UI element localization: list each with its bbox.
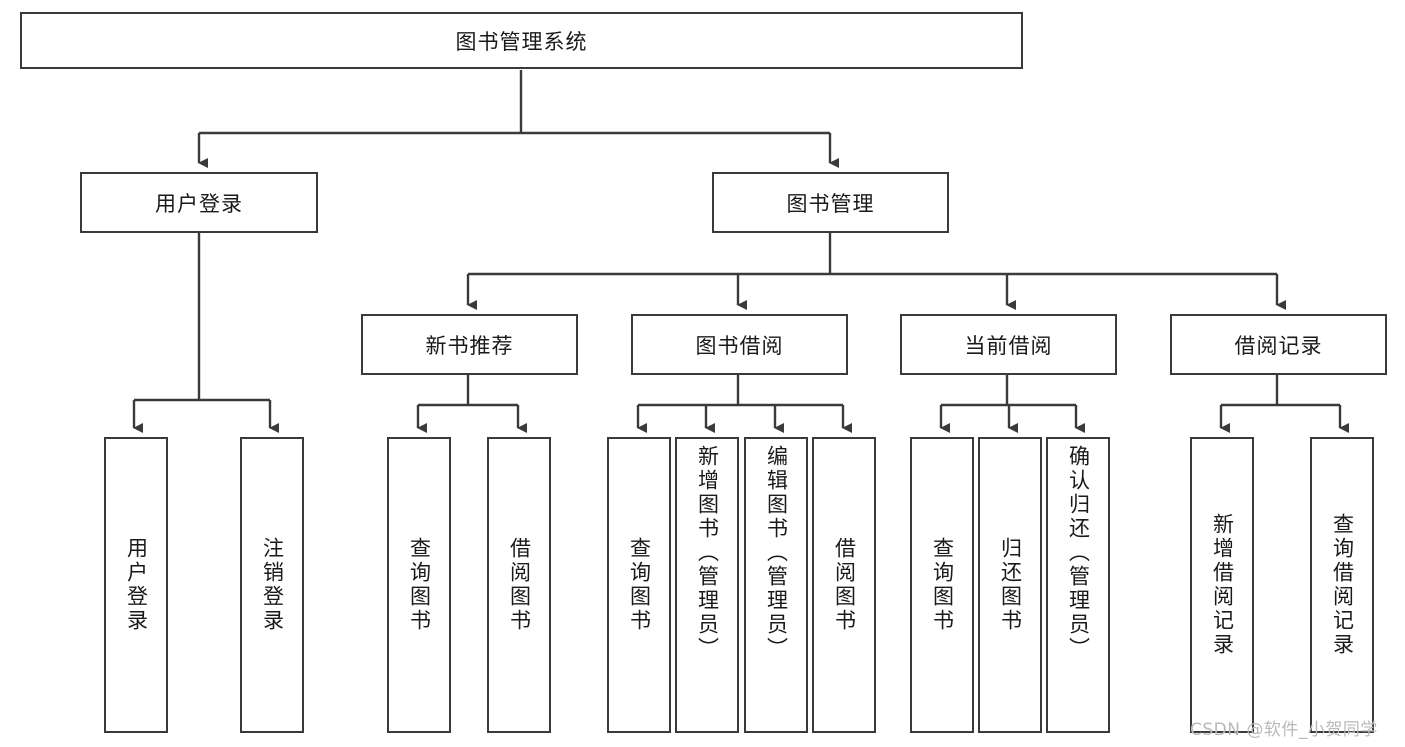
node-label: 查询图书: [407, 537, 432, 633]
node-label: 新增借阅记录: [1210, 513, 1235, 657]
node-label: 查询图书: [930, 537, 955, 633]
node-label: 注销登录: [260, 537, 285, 633]
node-user-login[interactable]: 用户登录: [80, 172, 318, 233]
leaf-add-book[interactable]: 新增图书（管理员）: [675, 437, 739, 733]
node-current-borrow[interactable]: 当前借阅: [900, 314, 1117, 375]
node-label: 用户登录: [124, 537, 149, 633]
node-label: 新书推荐: [425, 333, 514, 358]
leaf-query-book-3[interactable]: 查询图书: [910, 437, 974, 733]
node-label: 借阅记录: [1234, 333, 1323, 358]
node-label: 图书管理: [786, 191, 875, 216]
leaf-confirm-return[interactable]: 确认归还（管理员）: [1046, 437, 1110, 733]
leaf-query-book-2[interactable]: 查询图书: [607, 437, 671, 733]
node-label: 借阅图书: [832, 537, 857, 633]
node-new-book-recommend[interactable]: 新书推荐: [361, 314, 578, 375]
node-borrow-record[interactable]: 借阅记录: [1170, 314, 1387, 375]
leaf-borrow-book-2[interactable]: 借阅图书: [812, 437, 876, 733]
leaf-return-book[interactable]: 归还图书: [978, 437, 1042, 733]
node-label: 借阅图书: [507, 537, 532, 633]
csdn-watermark: CSDN @软件_小贺同学: [1190, 715, 1378, 740]
leaf-logout-login[interactable]: 注销登录: [240, 437, 304, 733]
node-label: 图书借阅: [695, 333, 784, 358]
node-label: 当前借阅: [964, 333, 1053, 358]
watermark-text: CSDN @软件_小贺同学: [1190, 720, 1378, 740]
node-root-system[interactable]: 图书管理系统: [20, 12, 1023, 69]
node-label: 查询图书: [627, 537, 652, 633]
leaf-user-login[interactable]: 用户登录: [104, 437, 168, 733]
leaf-query-record[interactable]: 查询借阅记录: [1310, 437, 1374, 733]
node-label: 图书管理系统: [455, 29, 588, 54]
node-label: 用户登录: [155, 191, 243, 216]
leaf-query-book-1[interactable]: 查询图书: [387, 437, 451, 733]
node-label: 新增图书（管理员）: [695, 445, 720, 661]
node-label: 编辑图书（管理员）: [764, 445, 789, 661]
node-label: 归还图书: [998, 537, 1023, 633]
node-label: 查询借阅记录: [1330, 513, 1355, 657]
leaf-borrow-book-1[interactable]: 借阅图书: [487, 437, 551, 733]
node-book-borrow[interactable]: 图书借阅: [631, 314, 848, 375]
leaf-edit-book[interactable]: 编辑图书（管理员）: [744, 437, 808, 733]
node-label: 确认归还（管理员）: [1066, 445, 1091, 661]
node-book-manage[interactable]: 图书管理: [712, 172, 949, 233]
leaf-add-record[interactable]: 新增借阅记录: [1190, 437, 1254, 733]
